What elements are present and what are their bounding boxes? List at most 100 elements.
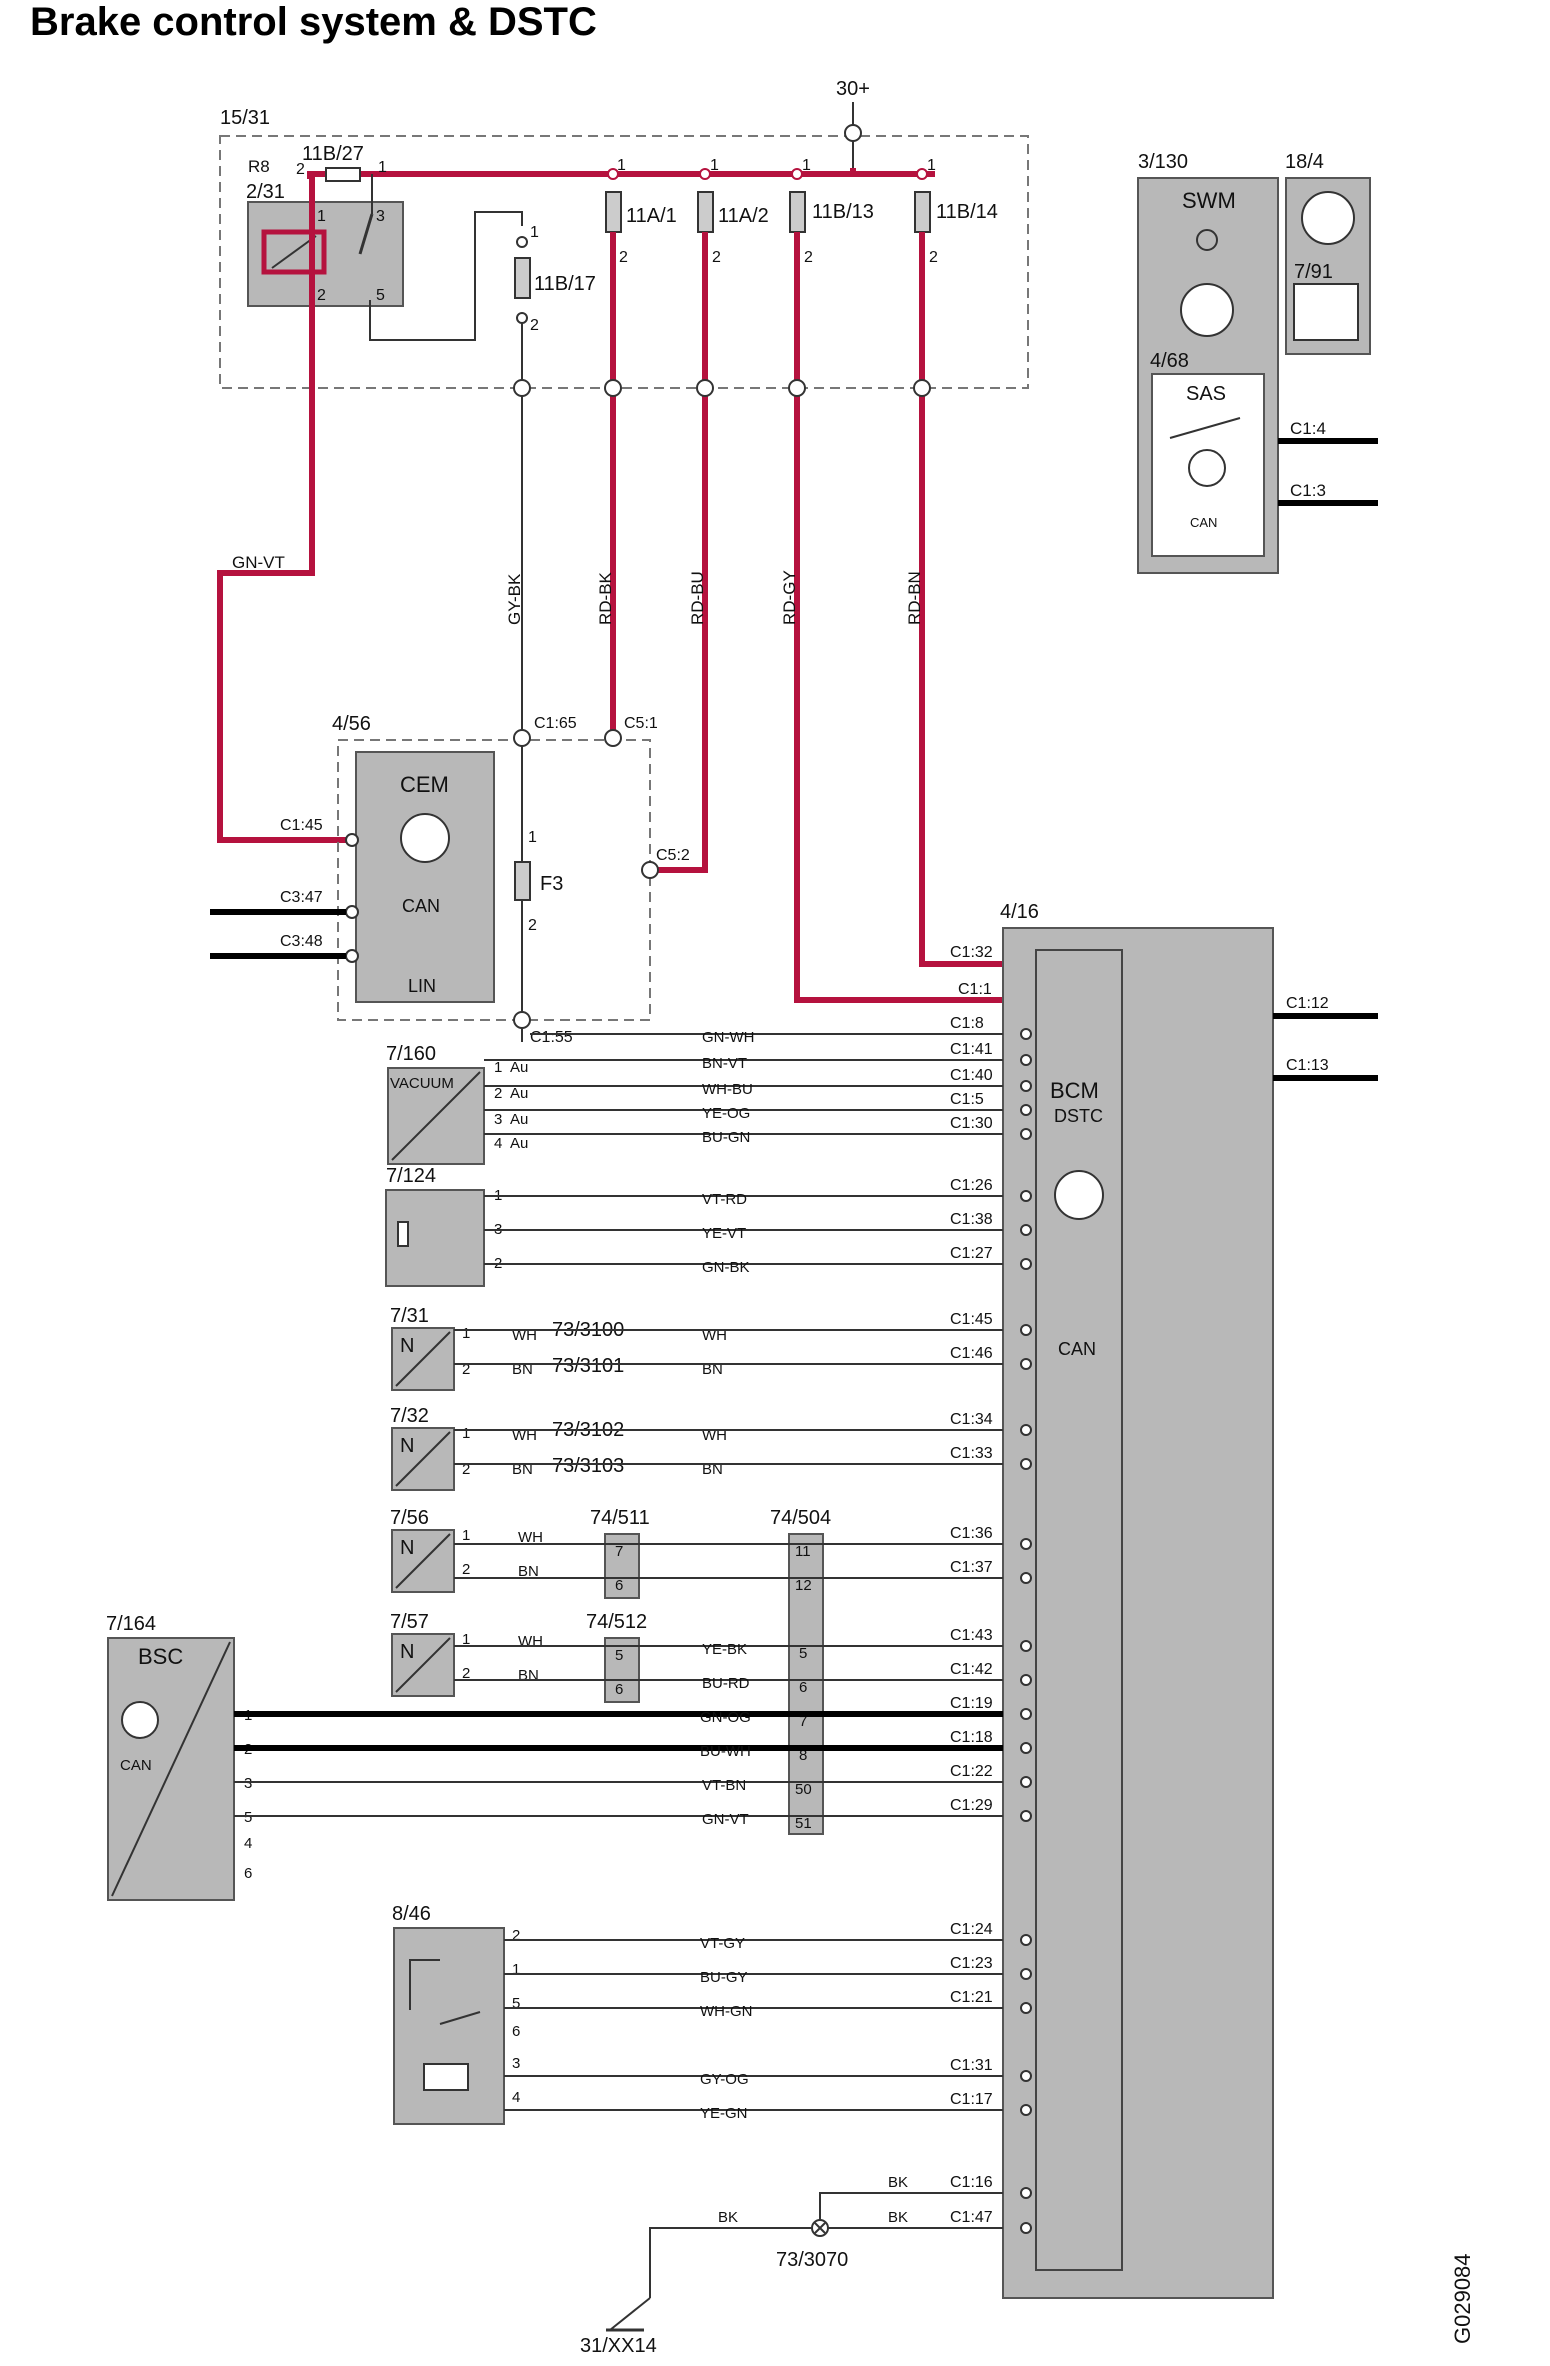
svg-text:RD-BK: RD-BK [596,571,615,625]
svg-text:C5:1: C5:1 [624,715,658,732]
svg-text:C3:47: C3:47 [280,889,323,906]
bcm-pin [1020,1640,1032,1652]
wire-color-label: GN-WH [702,1029,755,1046]
svg-text:CAN: CAN [120,1757,152,1774]
svg-text:2: 2 [462,1665,470,1682]
bcm-connector-label: C1:19 [950,1695,993,1712]
svg-text:12: 12 [795,1577,812,1594]
svg-text:7/91: 7/91 [1294,261,1333,283]
svg-text:1: 1 [617,157,626,174]
wire-color-label: BK [888,2174,908,2191]
bcm-pin [1020,1080,1032,1092]
svg-text:Au: Au [510,1135,528,1152]
wheel-sensor-7-31: 7/31 N 1 2 WH BN 73/3100 73/3101 WH BN [390,1305,727,1391]
fuse-box-ref: 15/31 [220,107,270,129]
bcm-module: 4/16 BCM DSTC CAN C1:32 C1:1 C1:12 C1:13 [950,901,1329,2299]
bcm-pin [1020,1054,1032,1066]
supply-label: 30+ [836,78,870,100]
vacuum-sensor: 7/160 VACUUM 1 2 3 4 Au Au Au Au [386,1043,528,1165]
bcm-pin [1020,1674,1032,1686]
bcm-connector-label: C1:45 [950,1311,993,1328]
svg-text:CAN: CAN [402,896,440,916]
svg-text:N: N [400,1641,414,1663]
svg-text:Au: Au [510,1111,528,1128]
wire-color-label: VT-BN [702,1777,746,1794]
svg-text:5: 5 [376,287,385,304]
svg-text:8/46: 8/46 [392,1903,431,1925]
svg-text:Au: Au [510,1059,528,1076]
svg-text:73/3070: 73/3070 [776,2249,848,2271]
svg-text:RD-BN: RD-BN [905,571,924,625]
wire-color-label: VT-GY [700,1935,745,1952]
svg-text:6: 6 [244,1865,252,1882]
svg-text:2: 2 [494,1085,502,1102]
svg-text:2: 2 [462,1461,470,1478]
svg-text:2: 2 [530,317,539,334]
svg-text:RD-GY: RD-GY [780,570,799,625]
svg-text:7: 7 [615,1543,623,1560]
svg-text:F3: F3 [540,873,563,895]
connector-74-504: 74/504 11 12 5 6 7 8 50 51 [770,1507,831,1835]
fuse-box-outputs [513,379,931,397]
svg-text:BN: BN [518,1563,539,1580]
cem-module: 4/56 CEM CAN LIN C1:45 C3:47 C3:48 C1:65… [280,713,690,1046]
bcm-connector-label: C1:26 [950,1177,993,1194]
svg-text:CAN: CAN [1058,1339,1096,1359]
svg-text:7/57: 7/57 [390,1611,429,1633]
svg-text:LIN: LIN [408,976,436,996]
bcm-pin [1020,1128,1032,1140]
svg-text:18/4: 18/4 [1285,151,1324,173]
wire-color-label: YE-OG [702,1105,750,1122]
bcm-connector-label: C1:17 [950,2091,993,2108]
svg-text:7/56: 7/56 [390,1507,429,1529]
bcm-connector-label: C1:29 [950,1797,993,1814]
svg-text:50: 50 [795,1781,812,1798]
bcm-pin [1020,1776,1032,1788]
svg-text:SWM: SWM [1182,188,1236,213]
svg-text:BN: BN [702,1461,723,1478]
bcm-connector-label: C1:18 [950,1729,993,1746]
bsc-module: 7/164 BSC CAN 1 2 3 5 4 6 [106,1613,252,1901]
bcm-connector-label: C1:42 [950,1661,993,1678]
svg-text:BN: BN [518,1667,539,1684]
relay-name: R8 [248,157,270,176]
svg-text:1: 1 [317,208,326,225]
svg-text:C1:12: C1:12 [1286,995,1329,1012]
svg-text:4/56: 4/56 [332,713,371,735]
sensor-7-124: 7/124 1 3 2 [385,1165,502,1287]
svg-text:4: 4 [512,2089,520,2106]
svg-text:1: 1 [710,157,719,174]
svg-text:8: 8 [799,1747,807,1764]
swm-module: 3/130 SWM 4/68 SAS CAN C1:4 C1:3 [1137,151,1326,574]
svg-text:WH: WH [518,1529,543,1546]
fuse-11b27-label: 11B/27 [302,143,364,165]
svg-text:1: 1 [462,1325,470,1342]
svg-text:1: 1 [494,1059,502,1076]
svg-text:1: 1 [802,157,811,174]
svg-text:WH: WH [512,1327,537,1344]
bcm-pin [1020,1708,1032,1720]
bcm-pin [1020,1968,1032,1980]
svg-text:73/3103: 73/3103 [552,1455,624,1477]
bcm-connector-label: C1:41 [950,1041,993,1058]
svg-text:C1:13: C1:13 [1286,1057,1329,1074]
svg-text:6: 6 [615,1681,623,1698]
bcm-connector-label: C1:5 [950,1091,984,1108]
svg-text:2: 2 [712,249,721,266]
svg-text:C1:3: C1:3 [1290,481,1326,500]
svg-text:N: N [400,1435,414,1457]
svg-text:6: 6 [512,2023,520,2040]
bcm-connector-label: C1:30 [950,1115,993,1132]
bcm-pin [1020,1742,1032,1754]
svg-text:2: 2 [929,249,938,266]
bcm-connector-label: C1:8 [950,1015,984,1032]
svg-text:C3:48: C3:48 [280,933,323,950]
bcm-pin [1020,2187,1032,2199]
svg-text:1: 1 [927,157,936,174]
fuse-11b14: 1 2 11B/14 [914,157,998,266]
svg-text:11A/1: 11A/1 [626,205,677,227]
svg-text:C1:45: C1:45 [280,817,323,834]
bcm-pin [1020,1224,1032,1236]
svg-text:7/124: 7/124 [386,1165,436,1187]
svg-text:74/511: 74/511 [590,1507,650,1529]
